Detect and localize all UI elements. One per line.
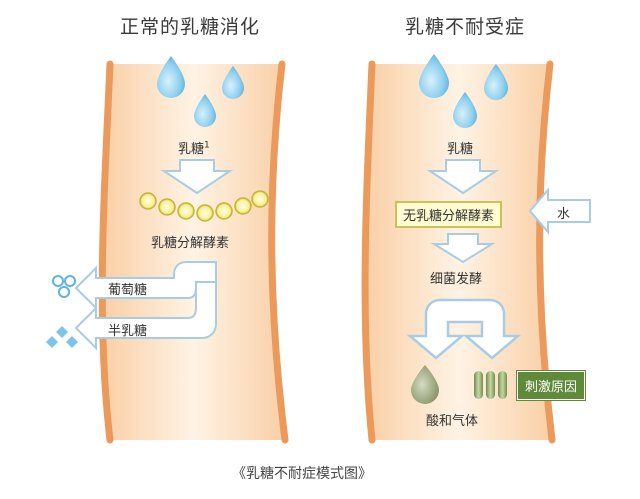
- water-drop-icon: [222, 66, 244, 99]
- water-label: 水: [557, 207, 571, 222]
- left-lactose-down-arrow-icon: [160, 159, 234, 195]
- fermentation-fork-arrow-icon: [406, 298, 522, 360]
- glucose-label: 葡萄糖: [108, 283, 148, 298]
- left-intestine-wall-left: [98, 60, 114, 444]
- left-intestine-wall-right: [268, 60, 289, 444]
- water-drop-icon: [484, 64, 508, 100]
- water-drop-icon: [157, 56, 185, 98]
- fermentation-down-arrow-icon: [430, 233, 496, 264]
- no-enzyme-box: 无乳糖分解酵素: [395, 201, 503, 228]
- gas-capsules-icon: [474, 371, 507, 399]
- right-lactose-label: 乳糖: [447, 142, 474, 157]
- acid-drop-icon: [411, 365, 439, 404]
- water-drop-icon: [419, 54, 449, 98]
- acid-gas-label: 酸和气体: [426, 414, 479, 429]
- left-intestine: [98, 60, 289, 444]
- left-panel-title: 正常的乳糖消化: [120, 16, 261, 38]
- right-lactose-drops-icon: [419, 54, 508, 128]
- left-lactose-label: 乳糖1: [178, 140, 210, 157]
- galactose-absorption-arrow-icon: [74, 281, 217, 351]
- right-panel-title: 乳糖不耐受症: [405, 16, 526, 38]
- diagram-caption: 《乳糖不耐症模式图》: [232, 466, 372, 482]
- right-lactose-down-arrow-icon: [426, 159, 500, 195]
- left-lactose-drops-icon: [157, 56, 244, 127]
- galactose-label: 半乳糖: [108, 324, 148, 339]
- water-arrow-icon: [528, 187, 591, 235]
- irritant-box: 刺激原因: [515, 370, 587, 401]
- water-drop-icon: [453, 92, 477, 128]
- enzyme-beads-icon: [139, 190, 269, 222]
- enzyme-label: 乳糖分解酵素: [151, 236, 230, 251]
- water-drop-icon: [194, 94, 216, 127]
- galactose-molecules-icon: [43, 323, 81, 351]
- glucose-molecules-icon: [52, 275, 76, 298]
- lactose-footnote-superscript: 1: [204, 140, 210, 151]
- fermentation-label: 细菌发酵: [430, 272, 483, 287]
- right-intestine-wall-left: [361, 60, 376, 444]
